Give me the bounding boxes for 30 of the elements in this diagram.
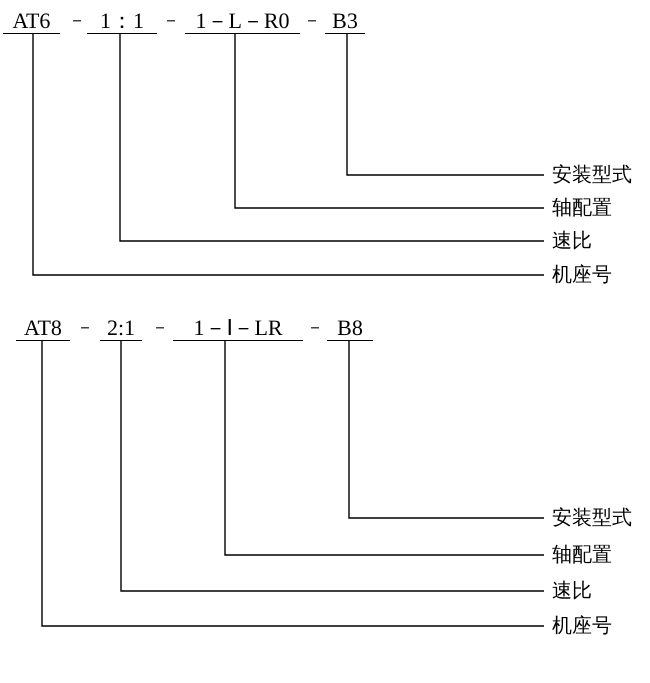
model-code-segment: AT8 [16,315,70,341]
leader-line [119,34,544,242]
callout-label: 速比 [544,228,592,254]
leader-line [346,34,544,176]
model-code-segment: B3 [325,8,365,34]
callout-label: 轴配置 [544,195,612,221]
leader-line [41,341,544,627]
leader-line [32,34,544,276]
separator-dash: － [76,317,94,337]
model-code-segment: 2:1 [100,315,142,341]
model-code-segment: 1－L－R0 [185,8,300,34]
separator-dash: － [162,10,180,30]
model-code-segment: 1：1 [87,8,157,34]
leader-line [234,34,544,209]
leader-line [348,341,544,519]
callout-label: 轴配置 [544,542,612,568]
separator-dash: － [303,10,321,30]
model-code-segment: AT6 [3,8,60,34]
leader-line [120,341,544,592]
callout-label: 速比 [544,578,592,604]
separator-dash: － [306,317,324,337]
callout-label: 安装型式 [544,162,632,188]
separator-dash: － [151,317,169,337]
callout-label: 机座号 [544,262,612,288]
callout-label: 机座号 [544,613,612,639]
leader-line [224,341,544,556]
separator-dash: － [68,10,86,30]
model-code-segment: B8 [327,315,373,341]
callout-label: 安装型式 [544,505,632,531]
model-code-segment: 1－Ⅰ－LR [173,315,303,341]
